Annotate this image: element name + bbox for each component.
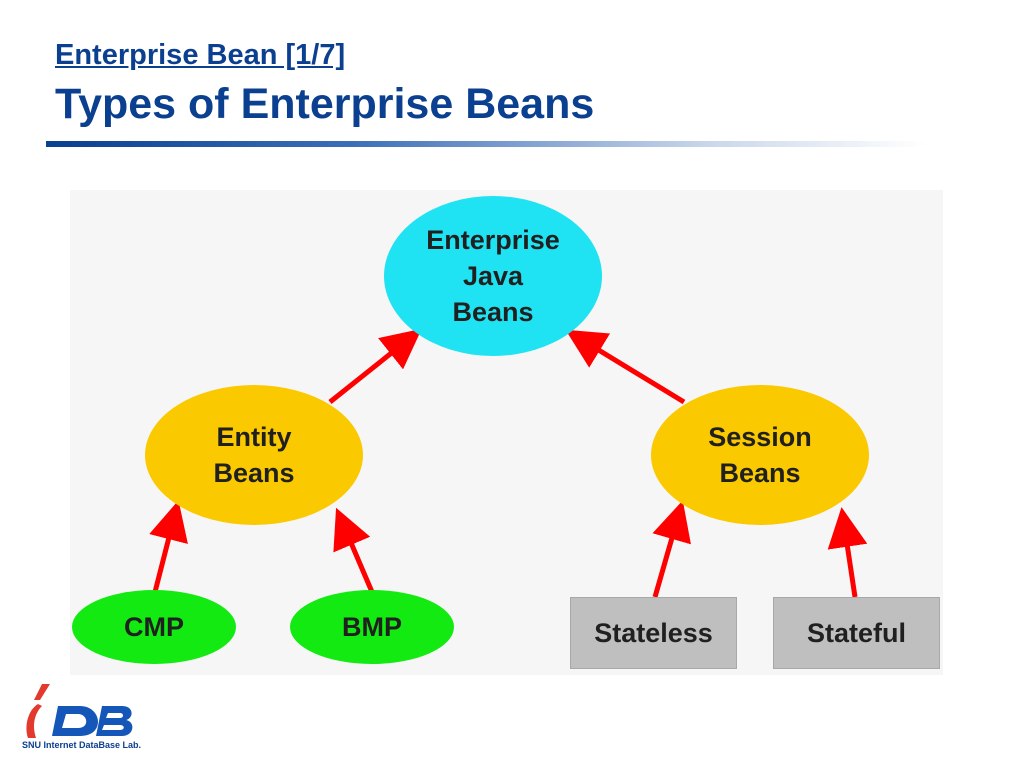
slide-header: Enterprise Bean [1/7] Types of Enterpris… bbox=[55, 38, 594, 130]
arrow-bmp-to-entity bbox=[333, 507, 375, 593]
node-enterprise-java-beans: Enterprise Java Beans bbox=[384, 196, 602, 356]
section-link[interactable]: Enterprise Bean [1/7] bbox=[55, 39, 346, 71]
node-stateful: Stateful bbox=[773, 597, 940, 669]
arrow-entity-to-root bbox=[328, 328, 422, 404]
logo-caption: SNU Internet DataBase Lab. bbox=[22, 740, 142, 750]
arrow-stateful-to-session bbox=[827, 507, 868, 598]
arrow-cmp-to-entity bbox=[149, 500, 188, 593]
idb-logo bbox=[26, 684, 133, 738]
arrow-stateless-to-session bbox=[652, 500, 691, 598]
node-cmp: CMP bbox=[72, 590, 236, 664]
node-stateless: Stateless bbox=[570, 597, 737, 669]
title-divider bbox=[46, 141, 926, 147]
node-entity-beans: Entity Beans bbox=[145, 385, 363, 525]
arrow-session-to-root bbox=[565, 329, 686, 405]
node-bmp: BMP bbox=[290, 590, 454, 664]
page-title: Types of Enterprise Beans bbox=[55, 80, 595, 128]
node-session-beans: Session Beans bbox=[651, 385, 869, 525]
